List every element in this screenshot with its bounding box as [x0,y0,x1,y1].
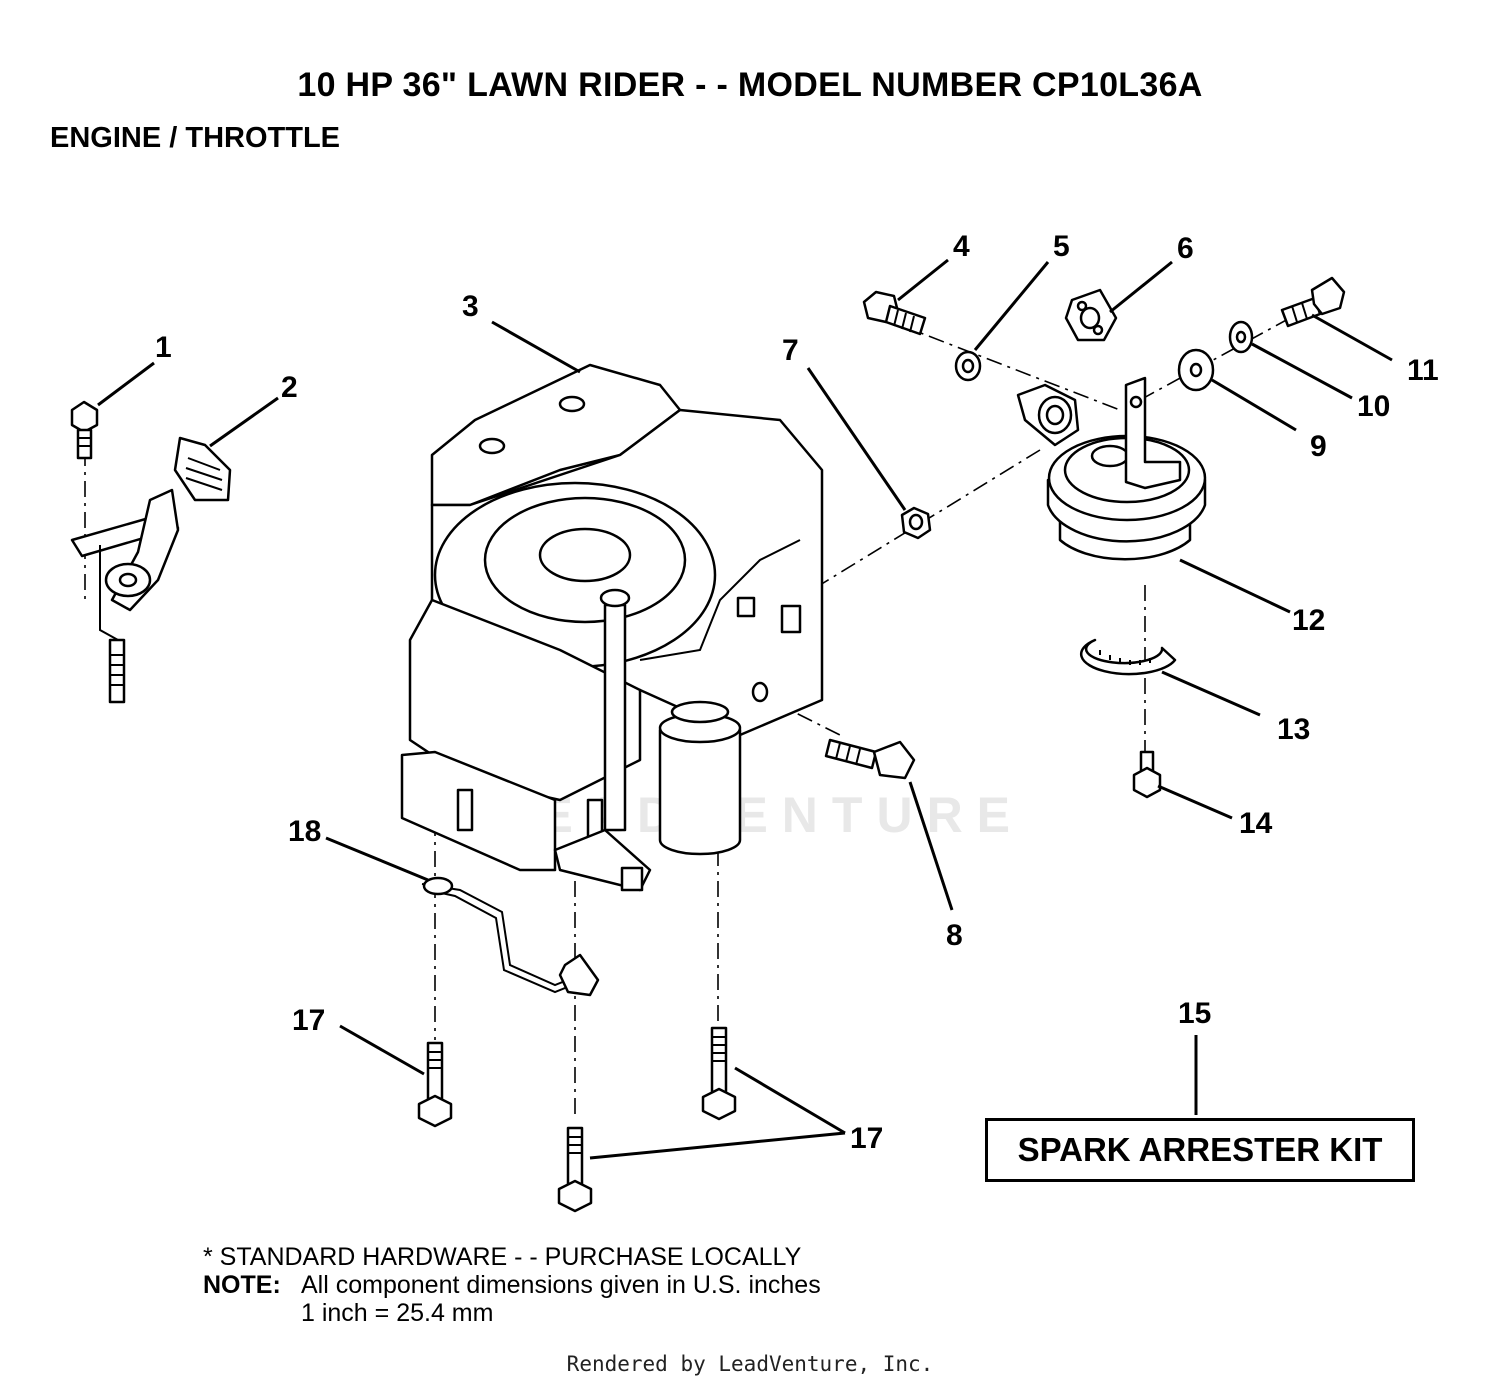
callout-2: 2 [281,371,298,404]
leader-lines [97,258,1393,1160]
callout-18: 18 [288,815,321,848]
callout-7: 7 [782,334,799,367]
footer-credit: Rendered by LeadVenture, Inc. [566,1352,934,1376]
callout-13: 13 [1277,713,1310,746]
notes-block: * STANDARD HARDWARE - - PURCHASE LOCALLY… [203,1243,821,1327]
callout-15: 15 [1178,997,1211,1030]
callout-4: 4 [953,230,970,263]
callout-10: 10 [1357,390,1390,423]
callout-14: 14 [1239,807,1273,840]
note-label: NOTE: [203,1271,281,1299]
part-11-bolt [1280,276,1346,328]
part-18-rod [421,876,600,997]
part-4-bolt [862,290,927,336]
callout-17-left: 17 [292,1004,325,1037]
callout-8: 8 [946,919,963,952]
part-9-washer [1177,348,1215,392]
spark-arrester-kit-label: SPARK ARRESTER KIT [985,1118,1415,1182]
conversion-note: 1 inch = 25.4 mm [301,1299,494,1327]
note-text: All component dimensions given in U.S. i… [301,1271,821,1299]
part-3-engine [400,363,824,892]
callout-9: 9 [1310,430,1327,463]
callout-12: 12 [1292,604,1325,637]
callout-5: 5 [1053,230,1070,263]
part-8-bolt [824,738,916,780]
part-7-nut [900,506,932,540]
callout-1: 1 [155,331,172,364]
standard-hardware-note: * STANDARD HARDWARE - - PURCHASE LOCALLY [203,1243,802,1271]
watermark: LEADVENTURE [495,787,1025,843]
part-6-gasket [1064,288,1118,342]
part-17-bolt-middle [557,1126,593,1213]
callout-3: 3 [462,290,479,323]
section-title: ENGINE / THROTTLE [50,122,340,154]
part-2-throttle-control [70,436,232,704]
callout-17-right: 17 [850,1122,883,1155]
diagram-title: 10 HP 36" LAWN RIDER - - MODEL NUMBER CP… [297,66,1203,104]
part-12-muffler [1046,376,1207,561]
part-5-lockwasher [954,350,982,382]
note-row: NOTE: All component dimensions given in … [203,1271,821,1299]
callouts: 1 2 3 4 5 6 7 8 9 10 11 12 13 14 15 17 1… [155,230,1439,1155]
part-17-bolt-left [417,1041,453,1128]
part-13-screen [1079,638,1177,676]
part-1-bolt [70,400,99,460]
part-10-lockwasher [1228,320,1254,354]
part-17-bolt-right [701,1026,737,1121]
callout-6: 6 [1177,232,1194,265]
callout-11: 11 [1407,354,1439,387]
part-14-screw [1132,750,1162,799]
exhaust-elbow [1016,383,1080,447]
